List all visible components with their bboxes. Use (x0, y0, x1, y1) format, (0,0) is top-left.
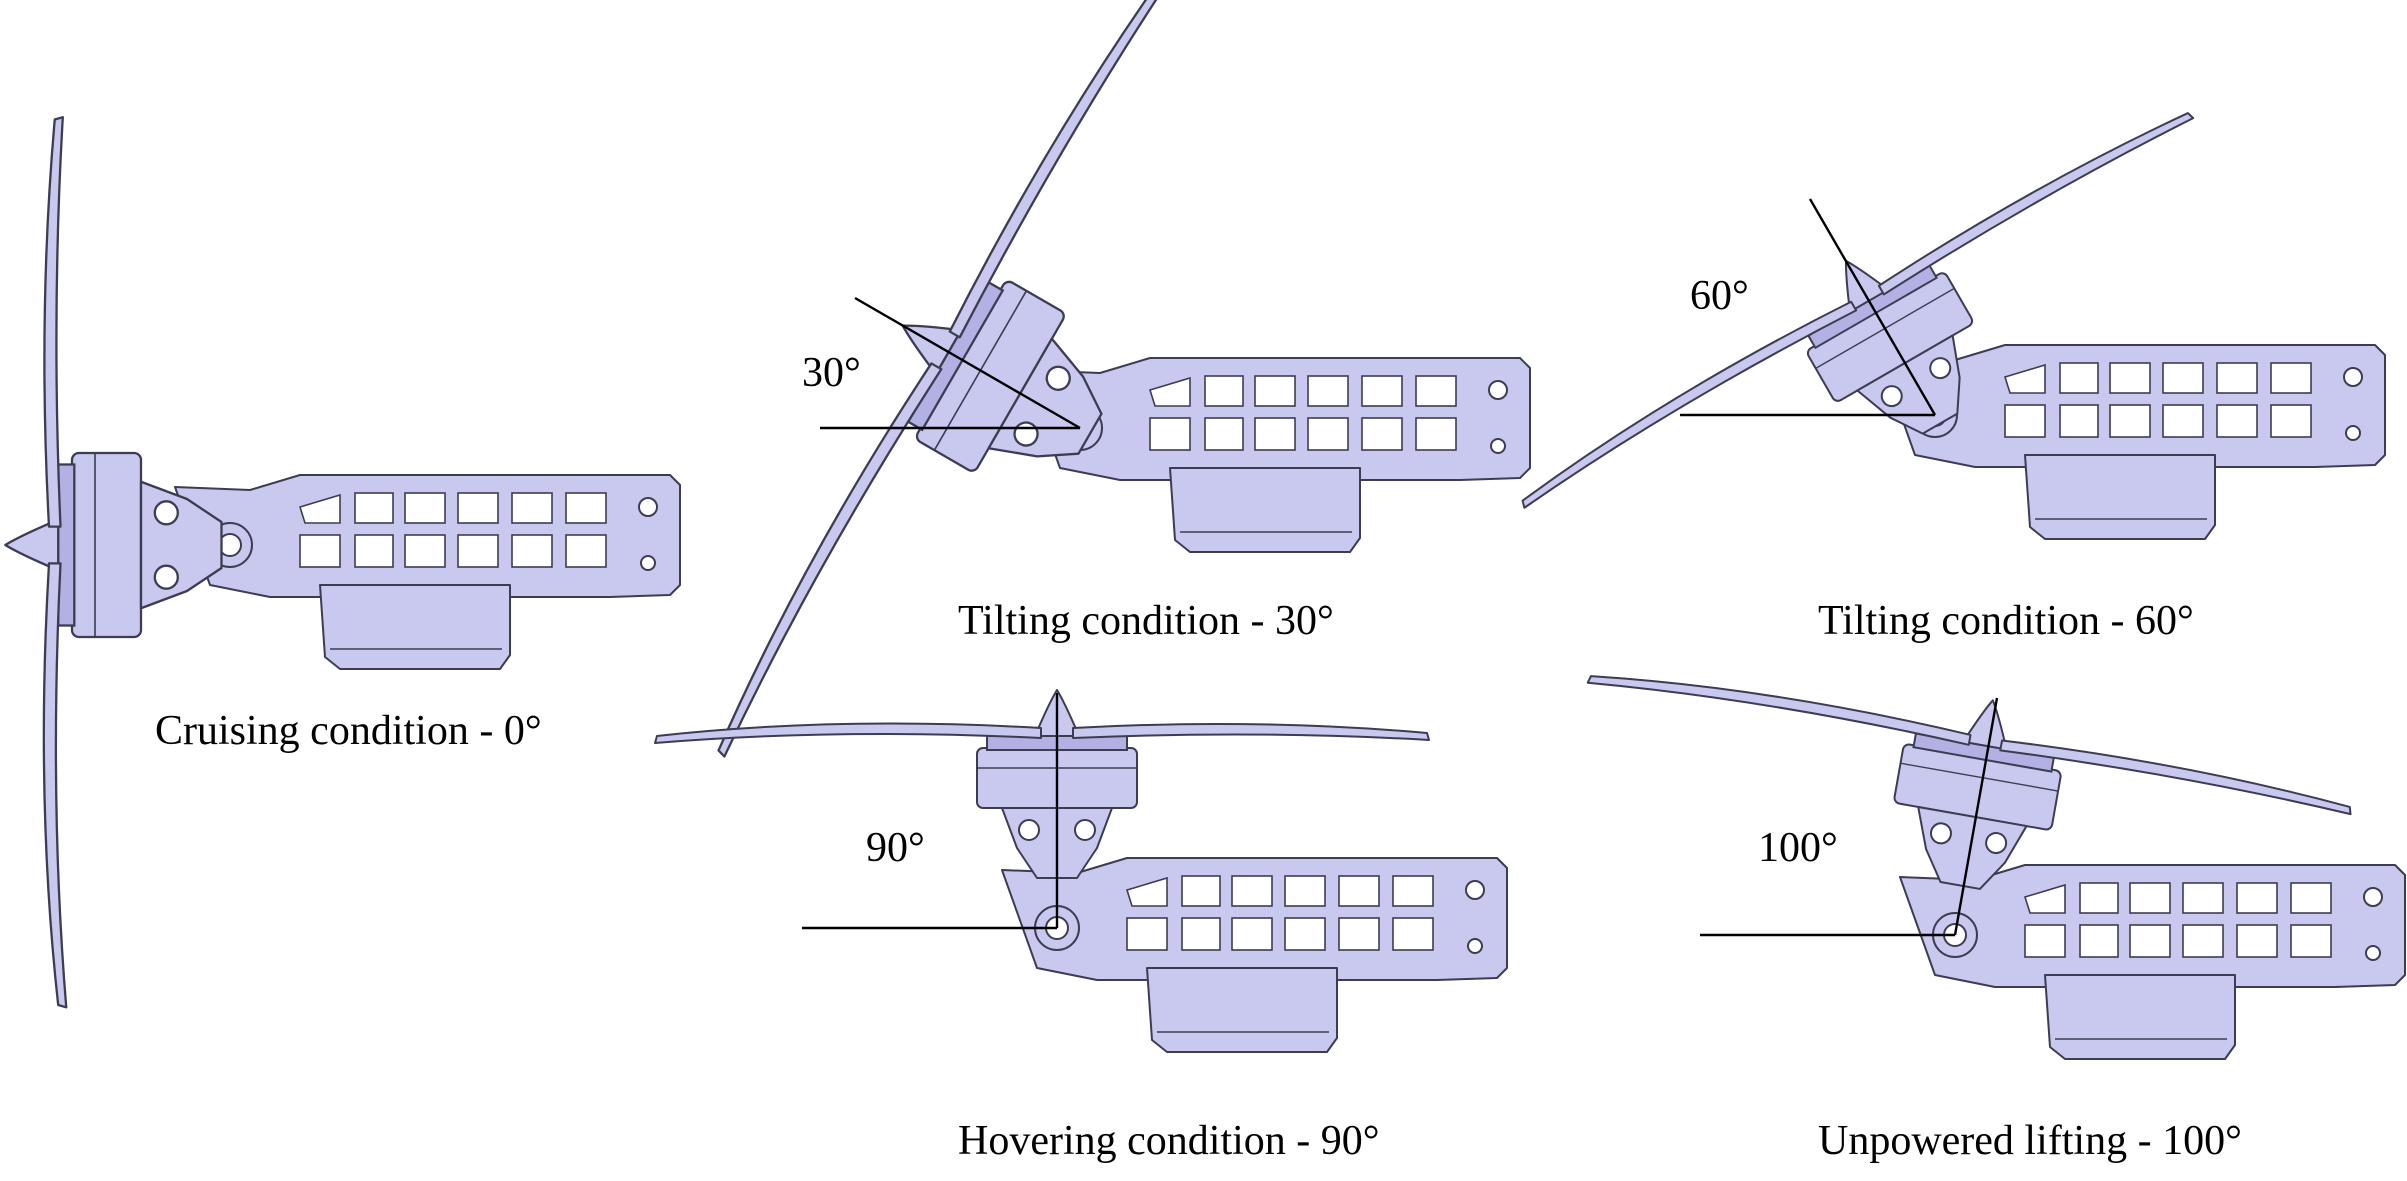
caption-tilt-30: Tilting condition - 30° (958, 598, 1334, 644)
caption-unpowered-100: Unpowered lifting - 100° (1818, 1118, 2242, 1164)
angle-label-60: 60° (1690, 273, 1749, 319)
panel-hover-90 (654, 689, 1508, 1053)
caption-cruising: Cruising condition - 0° (155, 708, 542, 754)
panel-cruising (4, 116, 681, 1009)
caption-tilt-60: Tilting condition - 60° (1818, 598, 2194, 644)
panel-tilt-30 (670, 0, 1531, 836)
angle-label-90: 90° (866, 825, 925, 871)
angle-label-100: 100° (1758, 825, 1838, 871)
panel-tilt-60 (1496, 73, 2386, 626)
panel-unpowered-100 (1563, 629, 2406, 1060)
angle-label-30: 30° (802, 350, 861, 396)
caption-hover-90: Hovering condition - 90° (958, 1118, 1380, 1164)
